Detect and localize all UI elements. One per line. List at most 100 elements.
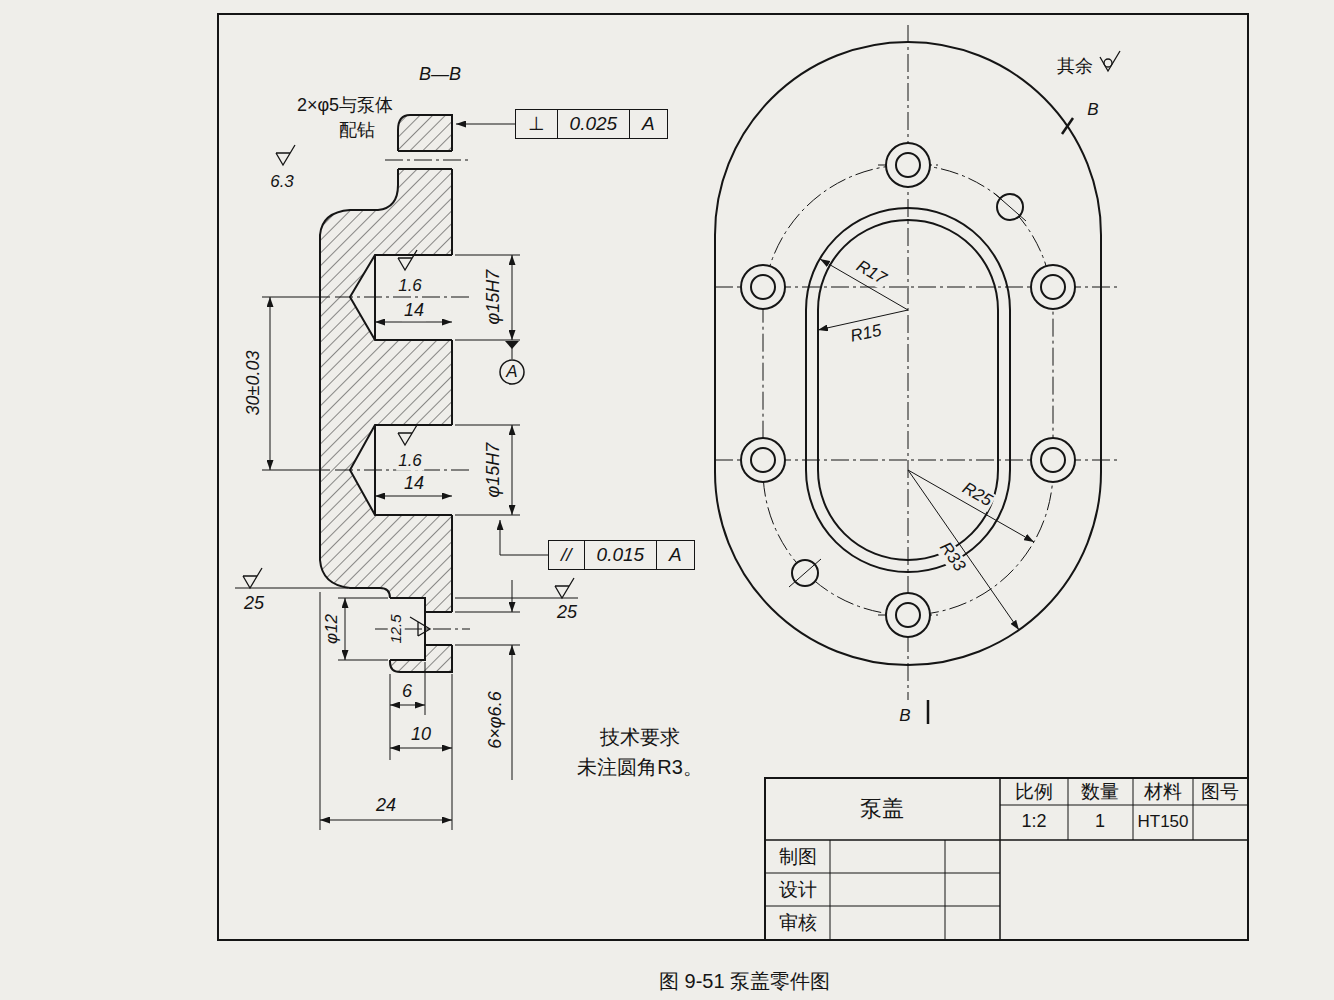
frame-cell: // bbox=[549, 541, 584, 569]
drawing-line bbox=[270, 297, 271, 470]
drawing-line bbox=[390, 748, 452, 749]
drawing-line bbox=[512, 348, 513, 359]
drawing-label: R15 bbox=[847, 321, 885, 347]
drawing-line bbox=[1000, 805, 1248, 806]
drawing-path bbox=[500, 520, 548, 555]
bolt-holes bbox=[741, 143, 1075, 637]
dimension-lines bbox=[235, 124, 578, 830]
drawing-line bbox=[455, 425, 520, 426]
drawing-label: 25 bbox=[242, 594, 266, 614]
drawing-line bbox=[455, 645, 520, 646]
view-leaders bbox=[789, 193, 1034, 630]
drawing-label: 1.6 bbox=[396, 452, 424, 471]
drawing-label: HT150 bbox=[1135, 813, 1190, 832]
drawing-label: R17 bbox=[851, 256, 891, 290]
drawing-label: 比例 bbox=[1013, 782, 1055, 803]
drawing-path bbox=[398, 250, 417, 270]
drawing-label: B bbox=[1085, 101, 1100, 120]
drawing-label: 泵盖 bbox=[858, 797, 906, 821]
drawing-line bbox=[320, 592, 321, 830]
drawing-line bbox=[765, 906, 1000, 907]
drawing-label: B bbox=[897, 707, 912, 726]
drawing-circle bbox=[751, 275, 775, 299]
frame-cell: 0.015 bbox=[584, 541, 657, 569]
drawing-circle bbox=[896, 603, 920, 627]
drawing-label: 数量 bbox=[1079, 782, 1121, 803]
tolerance-frame: //0.015A bbox=[548, 540, 695, 570]
drawing-rect bbox=[765, 778, 1248, 940]
drawing-line bbox=[375, 322, 452, 323]
drawing-label: 24 bbox=[374, 796, 398, 816]
drawing-label: 2×φ5与泵体 bbox=[295, 96, 395, 116]
frame-cell: ⊥ bbox=[516, 110, 557, 138]
drawing-label: 其余 bbox=[1055, 57, 1095, 77]
drawing-line bbox=[512, 580, 513, 612]
title-block bbox=[765, 778, 1248, 940]
view-center-lines bbox=[715, 25, 1120, 700]
drawing-label: 材料 bbox=[1142, 782, 1184, 803]
drawing-line bbox=[789, 559, 821, 587]
drawing-label: 图号 bbox=[1199, 782, 1241, 803]
drawing-path bbox=[398, 425, 417, 445]
drawing-line bbox=[235, 588, 348, 589]
drawing-label: 设计 bbox=[777, 880, 819, 901]
drawing-label: 6.3 bbox=[268, 173, 296, 192]
sheet-border bbox=[218, 14, 1248, 940]
drawing-label: 25 bbox=[555, 603, 579, 623]
drawing-line bbox=[455, 612, 520, 613]
drawing-line bbox=[390, 705, 425, 706]
frame-cell: A bbox=[629, 110, 667, 138]
drawing-line bbox=[262, 470, 330, 471]
drawing-label: B—B bbox=[417, 65, 463, 85]
datum-letter: A bbox=[499, 362, 525, 382]
drawing-label: 审核 bbox=[777, 913, 819, 934]
drawing-circle bbox=[1031, 438, 1075, 482]
tolerance-frame: ⊥0.025A bbox=[515, 109, 668, 139]
drawing-label: 技术要求 bbox=[598, 726, 682, 748]
drawing-line bbox=[262, 297, 330, 298]
drawing-line bbox=[452, 674, 453, 830]
roughness-symbols bbox=[243, 51, 1120, 636]
drawing-label: 配钻 bbox=[337, 121, 377, 141]
drawing-circle bbox=[1041, 448, 1065, 472]
drawing-circle bbox=[886, 593, 930, 637]
drawing-label: φ15H7 bbox=[484, 268, 504, 327]
drawing-label: 6 bbox=[400, 682, 414, 702]
drawing-circle bbox=[1104, 59, 1112, 67]
drawing-circle bbox=[896, 153, 920, 177]
drawing-line bbox=[908, 470, 1034, 542]
section-marks bbox=[928, 118, 1073, 724]
drawing-label: 12.5 bbox=[388, 612, 405, 645]
drawing-circle bbox=[1041, 275, 1065, 299]
drawing-label: R33 bbox=[934, 537, 969, 577]
drawing-line bbox=[999, 778, 1001, 940]
drawing-label: 30±0.03 bbox=[244, 349, 264, 418]
frame-cell: 0.025 bbox=[557, 110, 630, 138]
drawing-circle bbox=[741, 265, 785, 309]
frame-cell: A bbox=[656, 541, 694, 569]
drawing-line bbox=[994, 193, 1026, 221]
drawing-label: 未注圆角R3。 bbox=[575, 756, 705, 778]
drawing-label: 1 bbox=[1093, 812, 1107, 832]
drawing-line bbox=[927, 700, 930, 724]
drawing-line bbox=[1062, 118, 1073, 134]
drawing-line bbox=[908, 470, 1019, 630]
drawing-line bbox=[512, 425, 513, 515]
drawing-label: φ12 bbox=[323, 612, 342, 646]
drawing-path bbox=[555, 578, 574, 598]
drawing-label: 6×φ6.6 bbox=[486, 689, 506, 750]
drawing-line bbox=[455, 598, 578, 599]
drawing-path bbox=[410, 617, 430, 636]
drawing-label: 制图 bbox=[777, 847, 819, 868]
drawing-line bbox=[390, 674, 391, 760]
datum-triangle bbox=[505, 341, 519, 349]
drawing-line bbox=[1068, 778, 1069, 840]
figure-caption: 图 9-51 泵盖零件图 bbox=[659, 968, 830, 995]
drawing-circle bbox=[751, 448, 775, 472]
drawing-line bbox=[1133, 778, 1134, 840]
hole-fills bbox=[350, 151, 456, 660]
drawing-label: 14 bbox=[402, 301, 426, 321]
drawing-line bbox=[945, 840, 946, 940]
datum-circle: A bbox=[499, 359, 525, 385]
